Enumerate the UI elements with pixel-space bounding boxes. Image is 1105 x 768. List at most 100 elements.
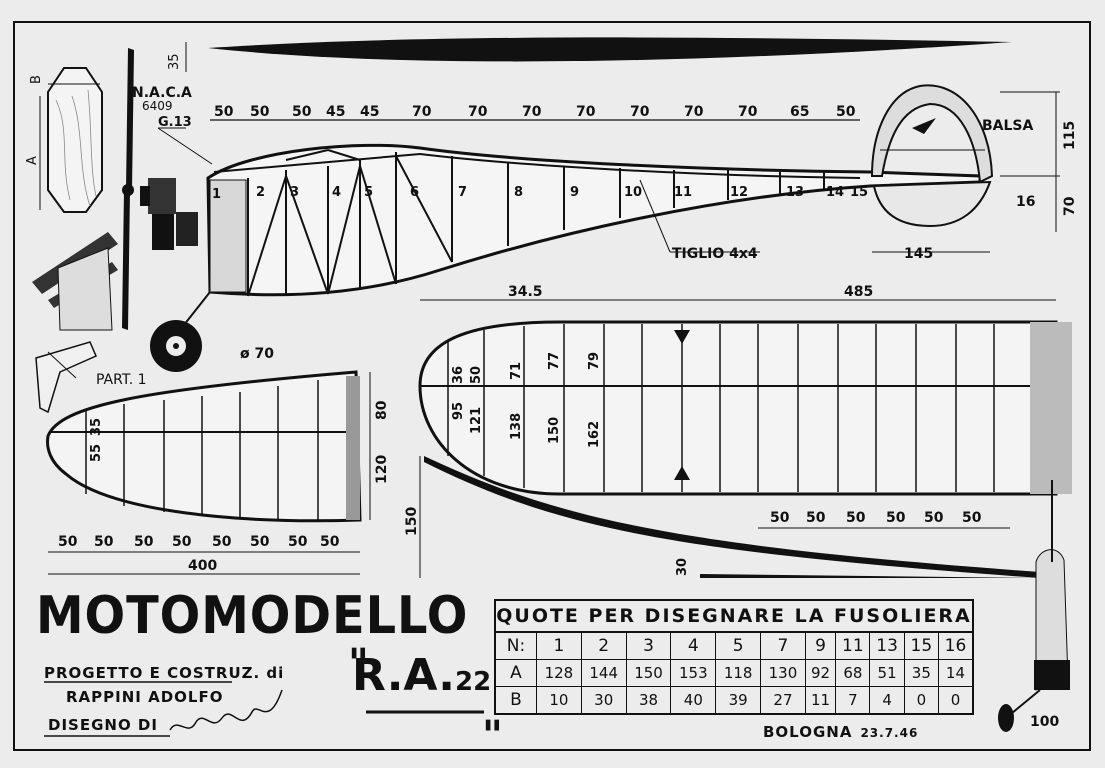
ts-6: 50 (288, 534, 308, 550)
table-cell: 150 (625, 659, 672, 687)
model-number: 22 (455, 667, 492, 697)
fs-2: 50 (292, 104, 312, 120)
tail-plane (46, 370, 362, 523)
table-cell: 118 (715, 659, 762, 687)
ts-5: 50 (250, 534, 270, 550)
station-6: 6 (410, 185, 419, 200)
dim-16: 16 (1016, 194, 1035, 210)
wing-chords-top: 36 50 71 77 79 (451, 352, 602, 384)
credit-line-1: PROGETTO E COSTRUZ. di (44, 664, 285, 682)
table-title: QUOTE PER DISEGNARE LA FUSOLIERA (496, 601, 972, 633)
wc-bot-1: 121 (469, 407, 484, 434)
tail-spacing: 50 50 50 50 50 50 50 50 (58, 534, 340, 550)
dim-145: 145 (904, 246, 933, 262)
station-8: 8 (514, 185, 523, 200)
row-label: N: (496, 633, 537, 660)
table-cell: 7 (760, 633, 806, 660)
landing-gear (998, 480, 1070, 732)
ts-7: 50 (320, 534, 340, 550)
station-15: 15 (850, 185, 868, 200)
sheet-border (13, 21, 1091, 751)
tail-chords: 35 55 (89, 418, 104, 462)
date: 23.7.46 (860, 726, 919, 740)
ws-4: 50 (924, 510, 944, 526)
table-cell: 11 (835, 633, 871, 660)
table-cell: 0 (937, 686, 972, 713)
wc-top-2: 71 (509, 362, 524, 380)
table-cell: 7 (835, 686, 871, 713)
table-cell: 35 (903, 659, 939, 687)
dim-400: 400 (188, 558, 217, 574)
credit-line-2: RAPPINI ADOLFO (66, 688, 224, 706)
model-letters: R.A. (352, 650, 455, 701)
wc-top-3: 77 (547, 352, 562, 370)
table-cell: 92 (804, 659, 837, 687)
table-cell: 5 (715, 633, 762, 660)
fs-6: 70 (468, 104, 488, 120)
station-3: 3 (290, 185, 299, 200)
ws-3: 50 (886, 510, 906, 526)
table-cell: 130 (760, 659, 806, 687)
model-name: R.A.22 (352, 650, 491, 701)
spar-detail: A B (25, 67, 103, 213)
wing-chords-bottom: 95 121 138 150 162 (451, 402, 602, 448)
station-5: 5 (364, 185, 373, 200)
table-cell: 68 (835, 659, 871, 687)
table-cell: 3 (625, 633, 672, 660)
table-cell: 144 (580, 659, 627, 687)
fs-3: 45 (326, 104, 345, 120)
ts-0: 50 (58, 534, 78, 550)
table-cell: 27 (760, 686, 806, 713)
signature (169, 689, 283, 731)
dim-70: 70 (1062, 196, 1078, 216)
fin-rudder (870, 84, 994, 228)
row-label: A (496, 659, 537, 687)
wc-bot-3: 150 (547, 417, 562, 444)
wing-side-silhouette (208, 37, 1012, 62)
wc-top-1: 50 (469, 366, 484, 384)
naca-label: N.A.C.A (132, 85, 192, 101)
station-2: 2 (256, 185, 265, 200)
label-b: B (29, 75, 44, 84)
ts-3: 50 (172, 534, 192, 550)
row-label: B (496, 686, 537, 713)
table-cell: 39 (715, 686, 762, 713)
fs-7: 70 (522, 104, 542, 120)
ws-1: 50 (806, 510, 826, 526)
fs-12: 65 (790, 104, 809, 120)
table-cell: 11 (804, 686, 837, 713)
tiglio-label: TIGLIO 4x4 (672, 246, 758, 262)
table-cell: 10 (536, 686, 582, 713)
wc-bot-0: 95 (451, 402, 466, 420)
station-10: 10 (624, 185, 642, 200)
station-numbers: 1 2 3 4 5 6 7 8 9 10 11 12 13 14 15 (212, 185, 868, 202)
table-cell: 38 (625, 686, 672, 713)
fs-11: 70 (738, 104, 758, 120)
wc-bot-2: 138 (509, 413, 524, 440)
station-13: 13 (786, 185, 804, 200)
g-label: G.13 (158, 115, 192, 130)
ts-1: 50 (94, 534, 114, 550)
table-cell: 2 (580, 633, 627, 660)
fs-0: 50 (214, 104, 234, 120)
fs-4: 45 (360, 104, 379, 120)
tail-chord-35: 35 (89, 418, 104, 436)
fs-8: 70 (576, 104, 596, 120)
station-4: 4 (332, 185, 341, 200)
page-title: MOTOMODELLO (36, 586, 469, 646)
fs-5: 70 (412, 104, 432, 120)
quote-open: " (348, 640, 369, 687)
station-12: 12 (730, 185, 748, 200)
fs-13: 50 (836, 104, 856, 120)
quote-close: " (482, 712, 503, 759)
fs-10: 70 (684, 104, 704, 120)
wheel (150, 320, 202, 372)
table-cell: 40 (670, 686, 717, 713)
label-a: A (25, 156, 40, 165)
table-cell: 14 (937, 659, 972, 687)
table-cell: 30 (580, 686, 627, 713)
